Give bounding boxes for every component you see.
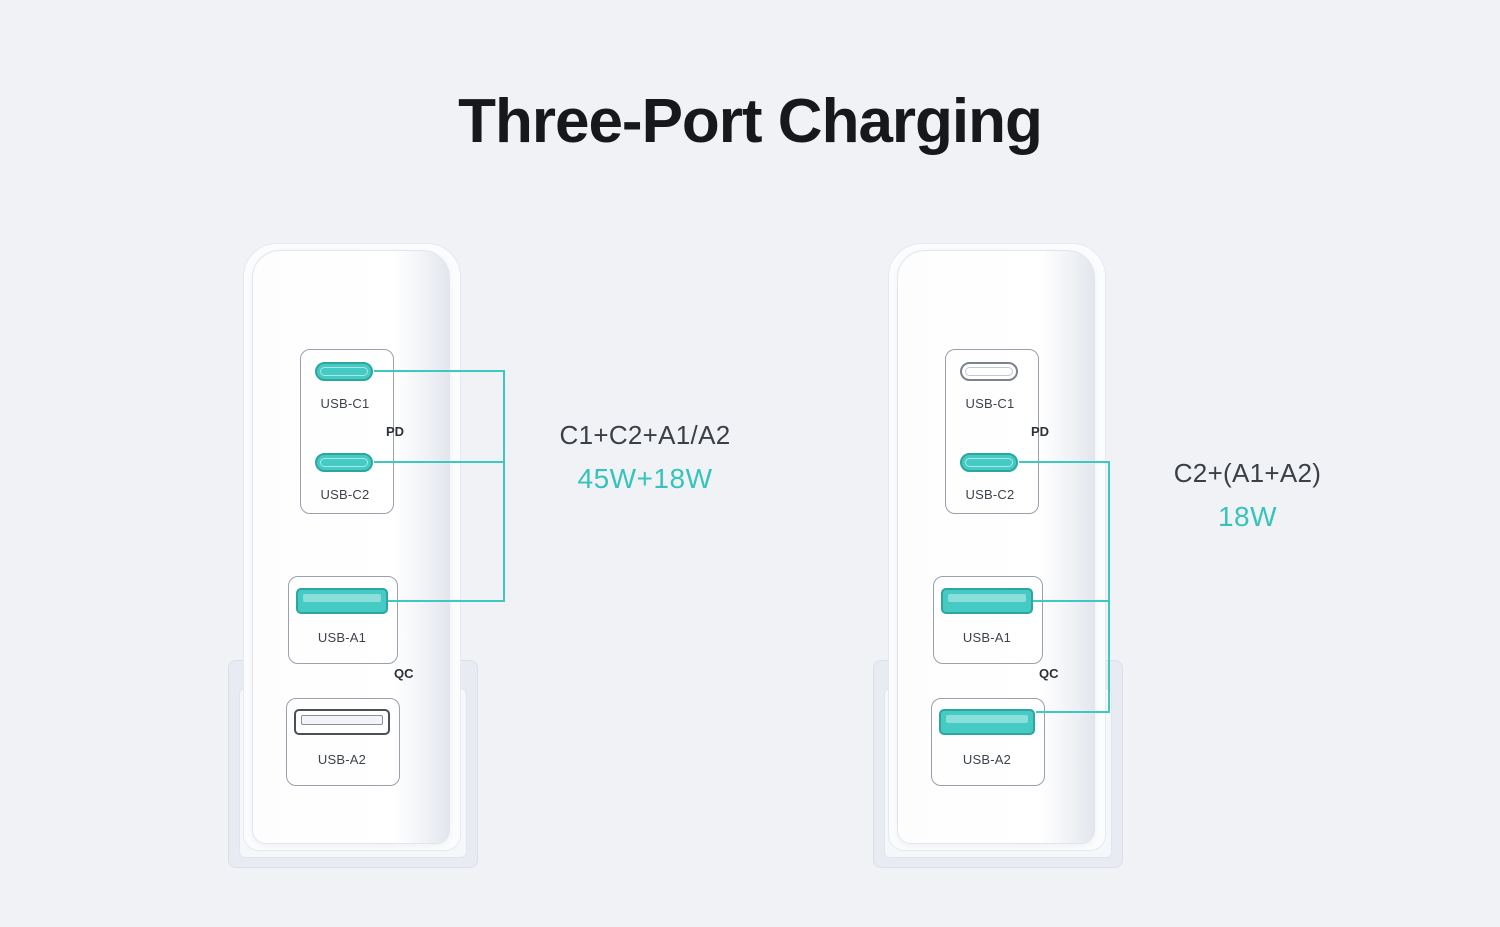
usb-a2-label: USB-A2 <box>962 752 1012 767</box>
usb-c-port-group <box>945 349 1039 514</box>
usb-a2-port-group <box>931 698 1045 786</box>
usb-a2-port-group <box>286 698 400 786</box>
usb-a2-port <box>939 709 1035 735</box>
callout-line-a2 <box>1036 711 1110 713</box>
pd-label: PD <box>386 424 405 439</box>
qc-label: QC <box>394 666 414 681</box>
callout-left-combo: C1+C2+A1/A2 <box>559 420 731 450</box>
usb-c2-port <box>315 453 373 472</box>
callout-right-watts: 18W <box>1217 501 1278 532</box>
callout-left-watts: 45W+18W <box>577 463 713 494</box>
callout-right: C2+(A1+A2) 18W <box>1145 458 1350 533</box>
callout-left: C1+C2+A1/A2 45W+18W <box>540 420 750 495</box>
callout-line-a1 <box>1033 600 1110 602</box>
usb-c1-label: USB-C1 <box>965 396 1015 411</box>
page-title: Three-Port Charging <box>458 87 1043 156</box>
usb-c1-port <box>315 362 373 381</box>
callout-bracket <box>503 370 505 602</box>
usb-a2-label: USB-A2 <box>317 752 367 767</box>
usb-a1-label: USB-A1 <box>962 630 1012 645</box>
usb-c2-label: USB-C2 <box>965 487 1015 502</box>
usb-a1-port <box>296 588 388 614</box>
callout-line-c2 <box>374 461 505 463</box>
pd-label: PD <box>1031 424 1050 439</box>
usb-a2-port <box>294 709 390 735</box>
usb-a1-port-group <box>288 576 398 664</box>
callout-line-a1 <box>388 600 505 602</box>
callout-bracket <box>1108 461 1110 713</box>
usb-c2-label: USB-C2 <box>320 487 370 502</box>
usb-c-port-group <box>300 349 394 514</box>
usb-a1-port-group <box>933 576 1043 664</box>
usb-c2-port <box>960 453 1018 472</box>
usb-c1-port <box>960 362 1018 381</box>
qc-label: QC <box>1039 666 1059 681</box>
callout-line-c1 <box>374 370 505 372</box>
callout-right-combo: C2+(A1+A2) <box>1173 458 1322 488</box>
usb-c1-label: USB-C1 <box>320 396 370 411</box>
usb-a1-label: USB-A1 <box>317 630 367 645</box>
callout-line-c2 <box>1019 461 1110 463</box>
usb-a1-port <box>941 588 1033 614</box>
